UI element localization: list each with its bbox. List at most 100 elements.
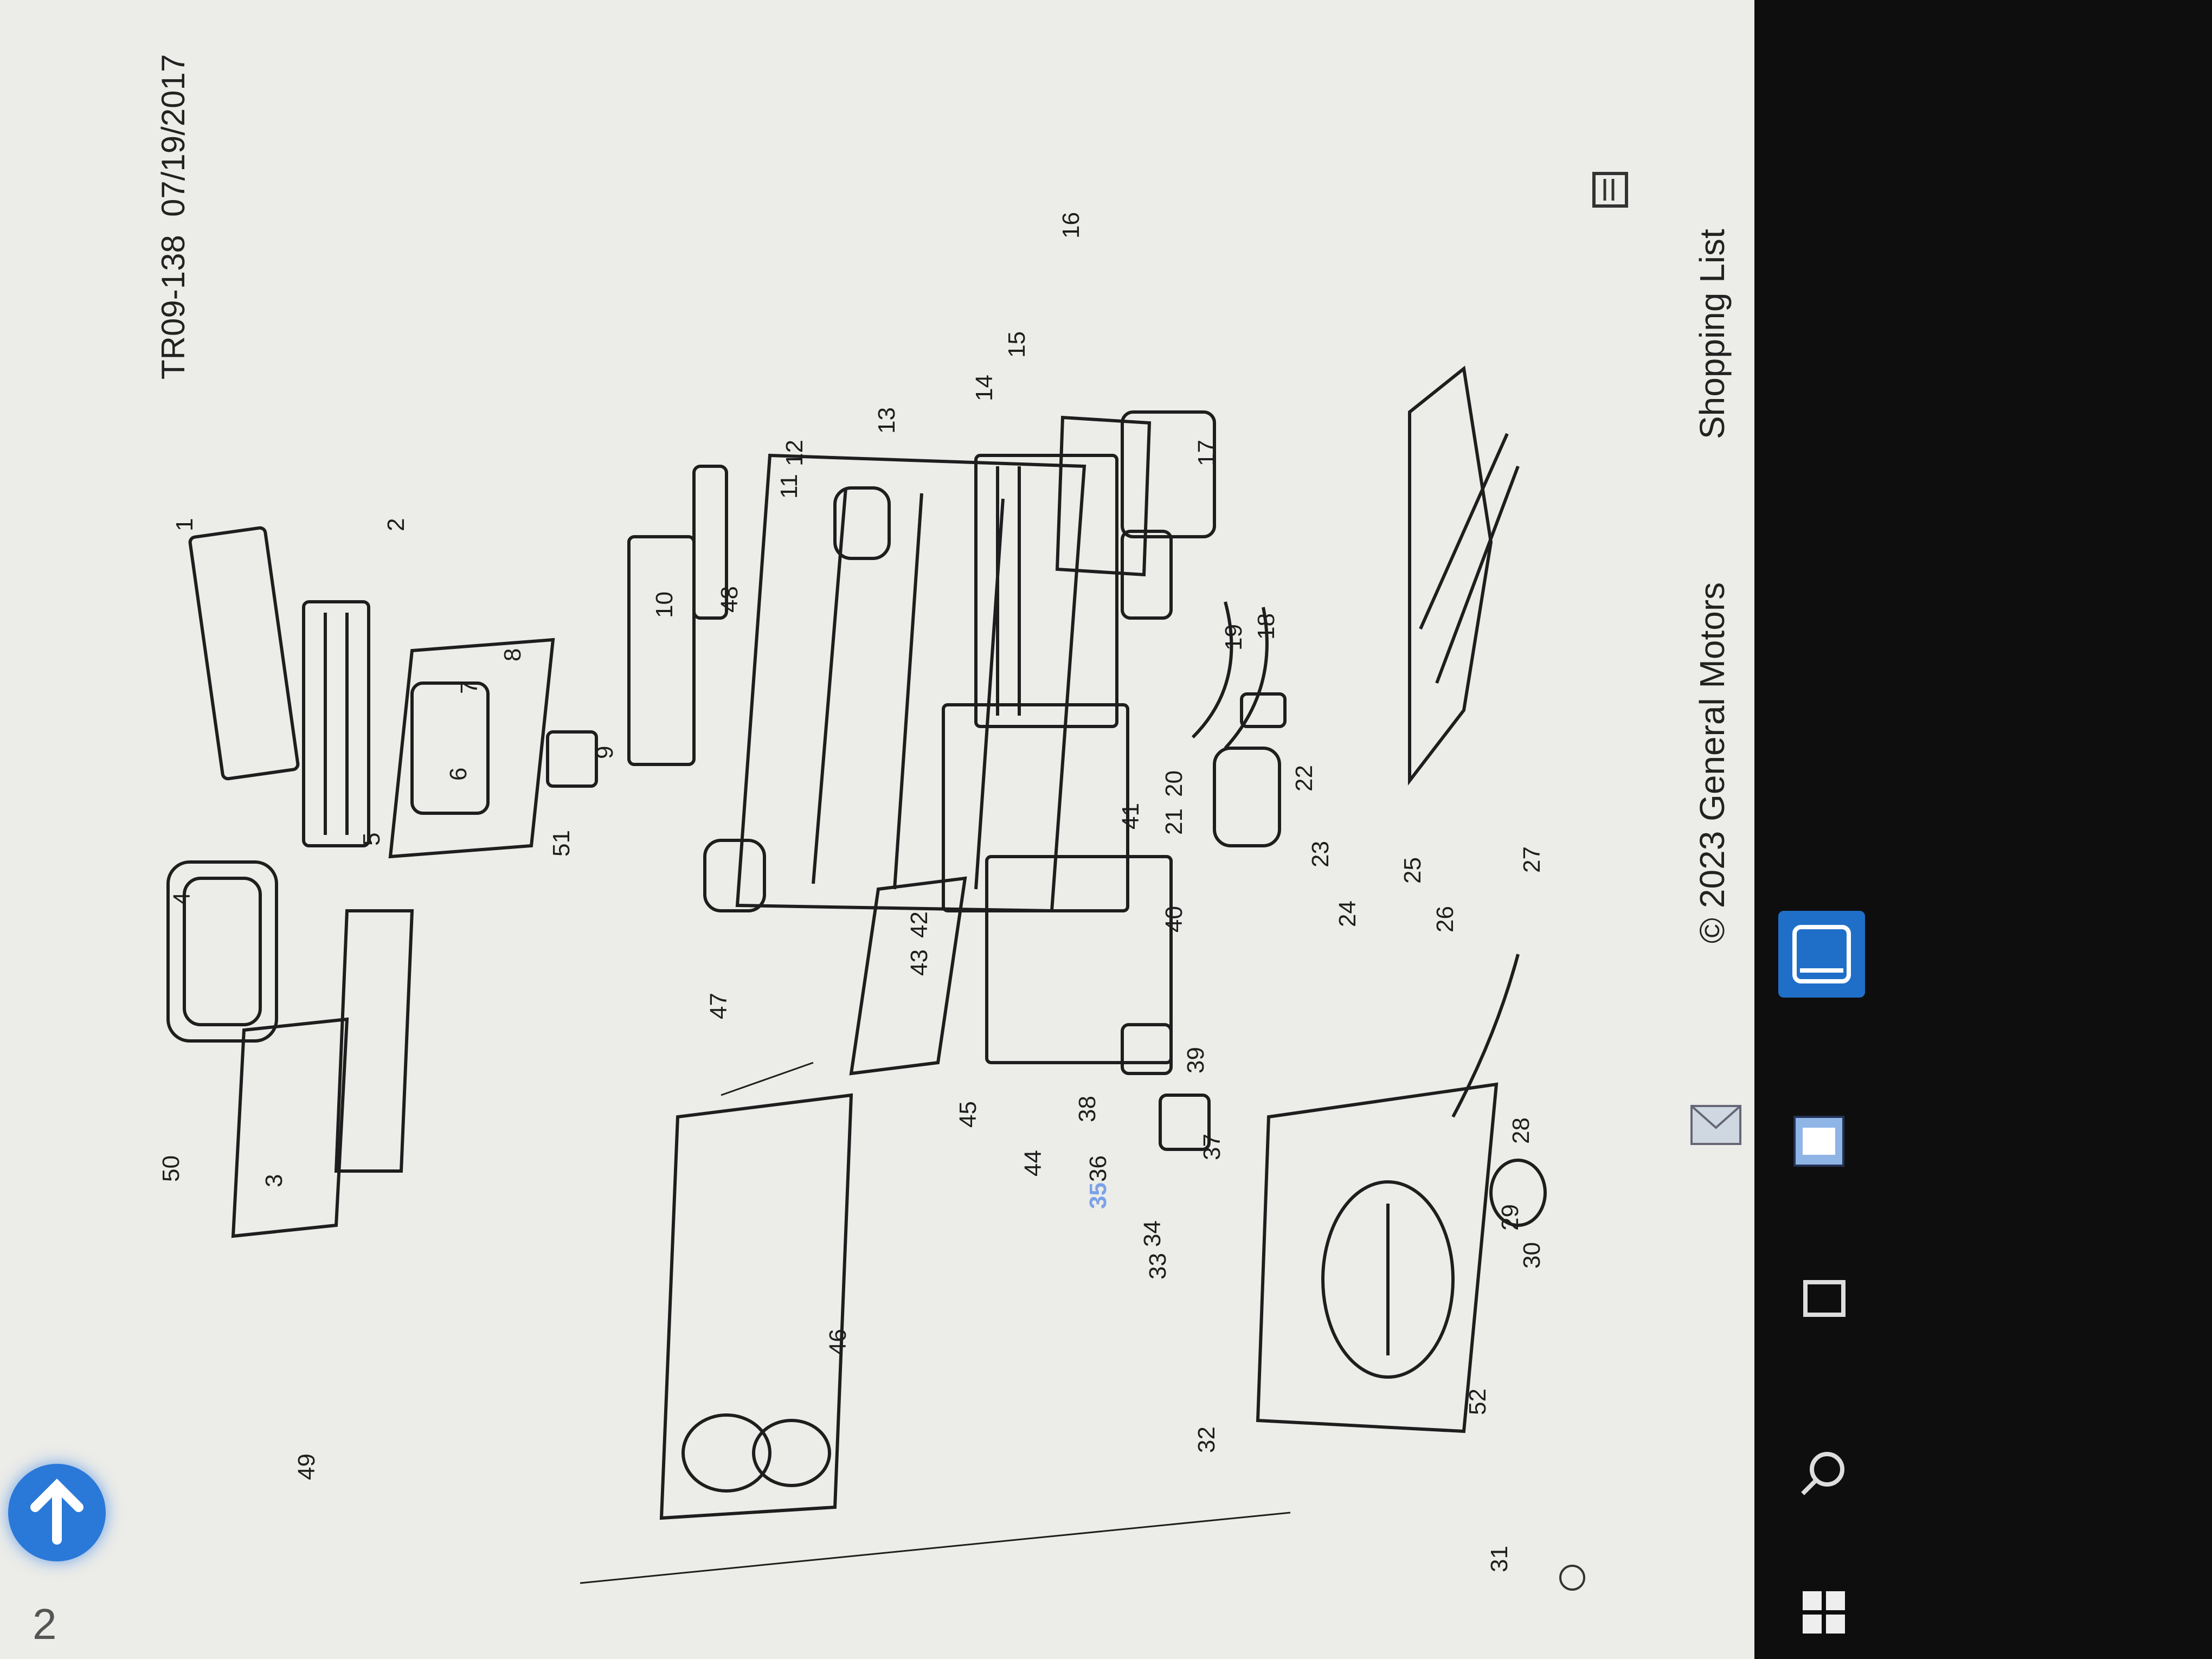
callout-52: 52 <box>1464 1388 1491 1415</box>
callout-44: 44 <box>1020 1150 1046 1176</box>
callout-46: 46 <box>825 1329 851 1355</box>
callout-4: 4 <box>169 892 195 905</box>
doc-date: 07/19/2017 <box>155 54 191 217</box>
callout-18: 18 <box>1253 613 1279 640</box>
info-icon[interactable] <box>1559 1565 1585 1591</box>
callout-1: 1 <box>171 518 198 531</box>
part-25-shape <box>1408 365 1493 786</box>
monitor-screen: 1 2 3 4 5 6 7 8 9 10 11 12 13 14 15 16 1… <box>0 0 1754 1659</box>
callout-6: 6 <box>445 768 472 781</box>
callout-51: 51 <box>548 830 575 857</box>
callout-11: 11 <box>776 474 802 499</box>
back-button[interactable] <box>8 1464 106 1561</box>
part-10-shape <box>692 465 728 620</box>
doc-code: TR09-138 <box>155 235 191 380</box>
part-9-shape <box>627 535 696 766</box>
part-2-shape <box>302 600 370 847</box>
callout-37: 37 <box>1199 1134 1225 1160</box>
callout-7: 7 <box>456 681 483 694</box>
callout-17: 17 <box>1193 440 1220 466</box>
callout-42: 42 <box>906 911 933 938</box>
callout-30: 30 <box>1519 1242 1545 1269</box>
callout-28: 28 <box>1508 1117 1534 1144</box>
callout-36: 36 <box>1085 1155 1111 1182</box>
callout-26: 26 <box>1432 906 1458 933</box>
part-50-shape <box>231 1017 349 1238</box>
callout-12: 12 <box>781 440 808 466</box>
document-icon[interactable] <box>1784 1106 1854 1176</box>
callout-47: 47 <box>705 993 732 1019</box>
search-icon[interactable] <box>1795 1442 1854 1502</box>
callout-15: 15 <box>1004 331 1030 358</box>
part-32-shape <box>1256 1082 1499 1433</box>
callout-40: 40 <box>1161 906 1187 933</box>
part-20-shape <box>1121 530 1173 620</box>
exploded-parts-diagram: 1 2 3 4 5 6 7 8 9 10 11 12 13 14 15 16 1… <box>155 54 1732 1591</box>
taskbar-strip <box>1754 0 2212 1659</box>
callout-3: 3 <box>261 1174 287 1187</box>
part-45-shape <box>849 876 967 1076</box>
task-view-icon[interactable] <box>1795 1269 1854 1328</box>
callout-32: 32 <box>1193 1426 1220 1453</box>
callout-27: 27 <box>1519 846 1545 873</box>
part-35-shape <box>1159 1094 1211 1151</box>
part-3-shape <box>334 909 414 1173</box>
part-4-shape <box>166 860 278 1043</box>
part-21-shape <box>1191 601 1233 739</box>
print-icon[interactable] <box>1592 172 1628 208</box>
part-14-shape <box>974 454 1118 728</box>
part-1-shape <box>188 526 300 781</box>
part-39-shape <box>1121 1023 1173 1075</box>
callout-43: 43 <box>906 949 933 976</box>
part-15-shape <box>1055 415 1152 577</box>
part-16-shape <box>1121 410 1216 538</box>
callout-24: 24 <box>1334 901 1361 927</box>
callout-50: 50 <box>158 1155 184 1182</box>
callout-2: 2 <box>383 518 409 531</box>
mail-icon[interactable] <box>1686 1095 1746 1155</box>
callout-48: 48 <box>716 586 743 613</box>
callout-33: 33 <box>1144 1253 1171 1279</box>
callout-19: 19 <box>1220 624 1247 651</box>
back-arrow-icon <box>30 1478 83 1545</box>
callout-39: 39 <box>1182 1047 1209 1073</box>
windows-start-icon[interactable] <box>1795 1583 1854 1643</box>
part-46-shape <box>659 1093 853 1520</box>
copyright-text: © 2023 General Motors <box>1693 582 1732 943</box>
part-12-shape <box>833 486 891 560</box>
callout-31: 31 <box>1486 1546 1513 1572</box>
part-31-shape <box>1321 1180 1455 1379</box>
callout-41: 41 <box>1117 803 1144 829</box>
part-11-shape <box>735 453 1086 913</box>
callout-29: 29 <box>1497 1204 1523 1231</box>
callout-21: 21 <box>1161 808 1187 835</box>
callout-22: 22 <box>1291 765 1317 792</box>
callout-49: 49 <box>293 1454 320 1480</box>
shopping-list-link[interactable]: Shopping List <box>1693 229 1732 439</box>
callout-5: 5 <box>358 833 385 846</box>
part-26-shape <box>1451 954 1520 1118</box>
page-number: 2 <box>33 1600 57 1648</box>
callout-10: 10 <box>651 591 678 618</box>
gm-logo-icon[interactable] <box>1778 911 1865 998</box>
callout-25: 25 <box>1399 857 1426 884</box>
part-24-shape <box>1213 747 1281 847</box>
callout-14: 14 <box>971 375 998 401</box>
callout-35: 35 <box>1085 1182 1111 1209</box>
part-30-shape <box>1489 1159 1547 1227</box>
part-5-shape <box>388 638 555 859</box>
callout-23: 23 <box>1307 841 1334 867</box>
part-41-shape <box>942 703 1129 912</box>
callout-45: 45 <box>955 1101 981 1128</box>
callout-34: 34 <box>1139 1220 1166 1247</box>
callout-38: 38 <box>1074 1096 1101 1122</box>
part-40-shape <box>985 855 1173 1064</box>
part-23-shape <box>1240 692 1287 728</box>
callout-8: 8 <box>499 648 526 661</box>
callout-20: 20 <box>1161 770 1187 797</box>
part-7-shape <box>546 730 598 788</box>
callout-9: 9 <box>591 746 618 759</box>
callout-13: 13 <box>873 407 900 434</box>
callout-16: 16 <box>1058 212 1084 239</box>
